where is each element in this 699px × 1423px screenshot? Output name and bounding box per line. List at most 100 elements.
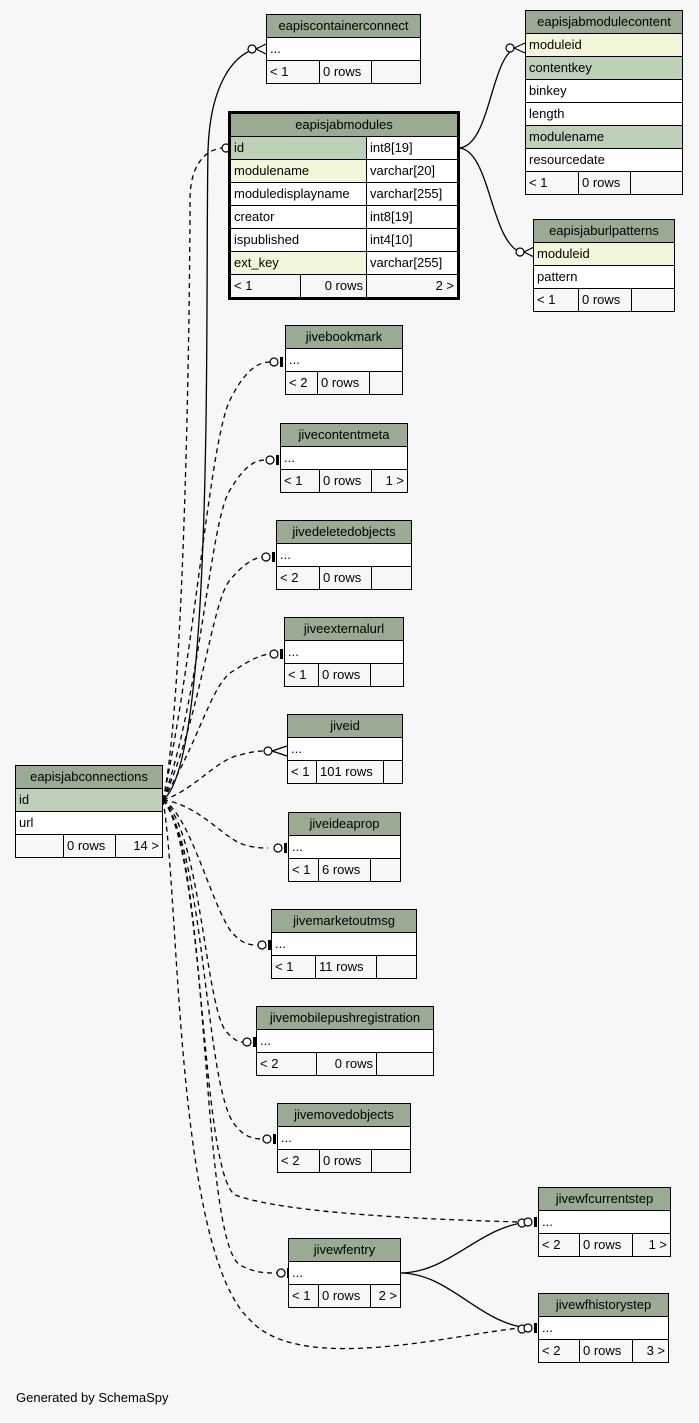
parents-count: < 1 — [289, 1285, 319, 1307]
children-count: 2 > — [435, 278, 454, 293]
column-name: ispublished — [231, 229, 367, 251]
table-jivewfcurrentstep[interactable]: jivewfcurrentstep ... < 2 0 rows 1 > — [538, 1187, 671, 1257]
table-title: jivedeletedobjects — [277, 521, 411, 544]
table-footer: < 1 0 rows 1 > — [281, 470, 407, 492]
row-count: 0 rows — [580, 1234, 633, 1256]
row-count: 0 rows — [579, 172, 631, 194]
column-row: length — [526, 103, 682, 126]
column-name: id — [231, 137, 367, 159]
table-title: jiveexternalurl — [285, 618, 403, 641]
edge-jivebookmark — [162, 361, 271, 801]
row-count: 0 rows — [320, 1150, 372, 1172]
children-count: 3 > — [646, 1343, 665, 1358]
edge-jivecontentmeta — [162, 459, 267, 801]
column-row: binkey — [526, 80, 682, 103]
children-count — [631, 172, 682, 194]
parents-count: < 2 — [539, 1340, 580, 1362]
table-jiveexternalurl[interactable]: jiveexternalurl ... < 1 0 rows — [284, 617, 404, 687]
table-jivebookmark[interactable]: jivebookmark ... < 2 0 rows — [285, 325, 403, 395]
table-jivemarketoutmsg[interactable]: jivemarketoutmsg ... < 1 11 rows — [271, 909, 417, 979]
column-row: ext_key varchar[255] — [231, 252, 457, 275]
table-eapisjabmodules[interactable]: eapisjabmodules id int8[19] modulename v… — [228, 111, 460, 300]
children-count — [384, 761, 402, 783]
table-footer: < 2 0 rows — [257, 1053, 433, 1075]
row-count: 0 rows — [317, 1053, 377, 1075]
table-footer: < 1 0 rows 2 > — [231, 275, 457, 297]
children-count — [372, 567, 411, 589]
children-count — [377, 1053, 433, 1075]
table-eapiscontainerconnect[interactable]: eapiscontainerconnect ... < 1 0 rows — [266, 14, 421, 84]
table-jivemovedobjects[interactable]: jivemovedobjects ... < 2 0 rows — [277, 1103, 411, 1173]
column-type: int4[10] — [370, 232, 413, 247]
column-name: moduledisplayname — [231, 183, 367, 205]
table-title: jivemovedobjects — [278, 1104, 410, 1127]
column-name: ext_key — [231, 252, 367, 274]
table-row: ... — [278, 1127, 410, 1150]
table-footer: < 1 0 rows — [267, 61, 420, 83]
table-footer: < 2 0 rows 3 > — [539, 1340, 668, 1362]
table-title: eapisjabmodules — [231, 114, 457, 137]
column-type: varchar[255] — [370, 186, 443, 201]
table-title: eapisjabmodulecontent — [526, 11, 682, 34]
table-jivewfhistorystep[interactable]: jivewfhistorystep ... < 2 0 rows 3 > — [538, 1293, 669, 1363]
table-jivemobilepushregistration[interactable]: jivemobilepushregistration ... < 2 0 row… — [256, 1006, 434, 1076]
children-count: 2 > — [378, 1288, 397, 1303]
table-row: ... — [281, 447, 407, 470]
parents-count: < 2 — [257, 1053, 317, 1075]
column-row: contentkey — [526, 57, 682, 80]
table-eapisjaburlpatterns[interactable]: eapisjaburlpatterns moduleid pattern < 1… — [533, 219, 675, 312]
column-name: creator — [231, 206, 367, 228]
row-count: 0 rows — [319, 664, 371, 686]
table-eapisjabconnections[interactable]: eapisjabconnections id url 0 rows 14 > — [15, 765, 163, 858]
parents-count: < 1 — [289, 859, 319, 881]
row-count: 0 rows — [320, 61, 372, 83]
row-count: 0 rows — [580, 1340, 633, 1362]
table-jiveid[interactable]: jiveid ... < 1 101 rows — [287, 714, 403, 784]
table-row: ... — [285, 641, 403, 664]
table-title: jiveid — [288, 715, 402, 738]
children-count — [632, 289, 674, 311]
table-footer: < 2 0 rows — [286, 372, 402, 394]
edge-wfentry-current — [399, 1221, 531, 1274]
children-count — [372, 1150, 410, 1172]
edge-jiveexternalurl — [162, 653, 271, 801]
table-row: ... — [539, 1317, 668, 1340]
children-count: 1 > — [648, 1237, 667, 1252]
column-name: modulename — [231, 160, 367, 182]
column-row: id — [16, 789, 162, 812]
edge-wfentry-history — [399, 1272, 531, 1329]
edge-jiveid — [162, 750, 265, 801]
table-jiveideaprop[interactable]: jiveideaprop ... < 1 6 rows — [288, 812, 401, 882]
table-footer: < 1 6 rows — [289, 859, 400, 881]
children-count — [371, 859, 400, 881]
table-row: ... — [286, 349, 402, 372]
table-title: jiveideaprop — [289, 813, 400, 836]
row-count: 11 rows — [316, 956, 377, 978]
column-row: ispublished int4[10] — [231, 229, 457, 252]
row-count: 0 rows — [579, 289, 632, 311]
table-jivewfentry[interactable]: jivewfentry ... < 1 0 rows 2 > — [288, 1238, 401, 1308]
parents-count: < 1 — [534, 289, 579, 311]
row-count: 6 rows — [319, 859, 371, 881]
table-title: jivemobilepushregistration — [257, 1007, 433, 1030]
edge-modulecontent — [457, 47, 516, 149]
edge-urlpatterns — [457, 147, 521, 253]
parents-count: < 1 — [281, 470, 320, 492]
generated-by-note: Generated by SchemaSpy — [16, 1390, 169, 1405]
row-count: 0 rows — [320, 567, 372, 589]
parents-count: < 1 — [272, 956, 316, 978]
table-row: ... — [539, 1211, 670, 1234]
column-row: pattern — [534, 266, 674, 289]
parents-count: < 1 — [231, 275, 301, 297]
row-count: 0 rows — [320, 470, 372, 492]
table-jivedeletedobjects[interactable]: jivedeletedobjects ... < 2 0 rows — [276, 520, 412, 590]
table-row: ... — [289, 1262, 400, 1285]
table-row: ... — [272, 933, 416, 956]
table-eapisjabmodulecontent[interactable]: eapisjabmodulecontent moduleid contentke… — [525, 10, 683, 195]
table-jivecontentmeta[interactable]: jivecontentmeta ... < 1 0 rows 1 > — [280, 423, 408, 493]
table-title: jivebookmark — [286, 326, 402, 349]
column-type: int8[19] — [370, 209, 413, 224]
edge-jabmodules — [162, 147, 223, 801]
table-footer: < 1 0 rows 2 > — [289, 1285, 400, 1307]
column-row: url — [16, 812, 162, 835]
